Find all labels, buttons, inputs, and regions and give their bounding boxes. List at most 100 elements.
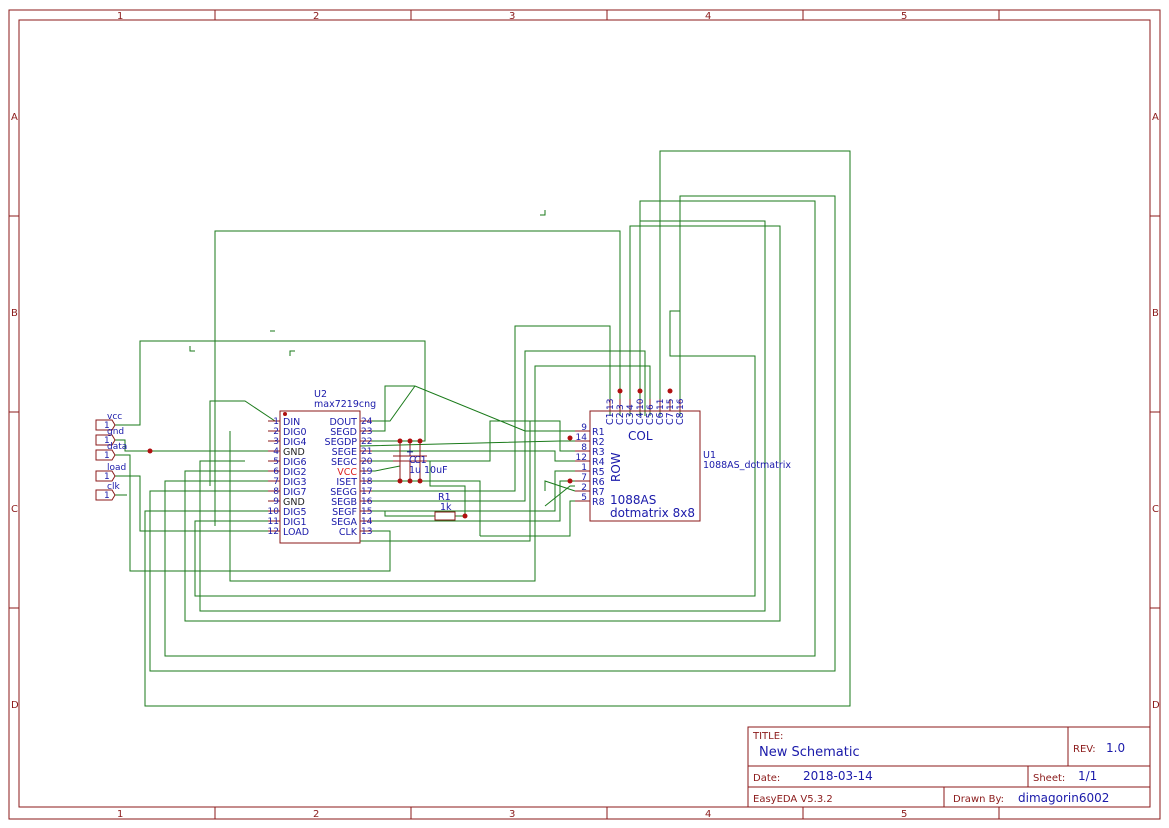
u1-pin-number: 10	[636, 398, 646, 410]
u2-pin-number: 14	[361, 517, 373, 527]
port-net-label: data	[107, 442, 127, 452]
row-label-left: B	[11, 308, 18, 319]
column-label-top: 3	[509, 11, 515, 22]
port-pin-number: 1	[104, 451, 110, 461]
u1-row-label: ROW	[609, 452, 623, 482]
sheet-inner-border	[18, 19, 1151, 808]
column-label-bottom: 2	[313, 809, 319, 820]
u1-pin-number: 15	[666, 399, 676, 410]
title-label: TITLE:	[752, 731, 783, 742]
row-label-right: C	[1152, 504, 1159, 515]
u1-pin-number: 12	[576, 453, 587, 463]
u1-pin-number: 7	[581, 473, 587, 483]
c-alt-value: 1u	[409, 465, 421, 476]
u2-pin-name: DIN	[283, 417, 300, 428]
port-net-label: clk	[107, 482, 120, 492]
column-label-top: 4	[705, 11, 711, 22]
rev-value: 1.0	[1106, 741, 1125, 755]
u2-pin-number: 24	[361, 417, 373, 427]
sheet-outer-border	[8, 9, 1161, 820]
u1-pin-number: 3	[616, 404, 626, 410]
u2-pin-name: SEGF	[332, 507, 357, 518]
u2-pin-name: DOUT	[329, 417, 357, 428]
u2-pin-name: SEGB	[331, 497, 357, 508]
u2-pin-name: DIG7	[283, 487, 307, 498]
c1-plus-sign: +	[406, 447, 414, 458]
u1-designator: U1	[703, 450, 716, 461]
u2-pin-number: 19	[361, 467, 373, 477]
u1-pin-number: 4	[626, 404, 636, 410]
sheet-label: Sheet:	[1033, 773, 1065, 784]
u1-pin-number: 11	[656, 399, 666, 410]
port-pin-number: 1	[104, 472, 110, 482]
u2-pin-number: 17	[361, 487, 372, 497]
row-label-right: B	[1152, 308, 1159, 319]
u2-pin-name: DIG1	[283, 517, 307, 528]
r1-value: 1k	[440, 502, 452, 513]
u1-pin-name: C8	[675, 412, 686, 425]
u1-pin-name: R4	[592, 457, 605, 468]
software-label: EasyEDA V5.3.2	[753, 794, 833, 805]
u2-pin-name: DIG2	[283, 467, 307, 478]
u2-pin-number: 20	[361, 457, 373, 467]
resistor-r1[interactable]: R1 1k	[434, 492, 456, 521]
sheet-value: 1/1	[1078, 769, 1097, 783]
u2-pin-number: 10	[268, 507, 280, 517]
u1-pin-name: C3	[625, 412, 636, 425]
c1-designator: C1	[414, 455, 427, 466]
u2-pin-number: 15	[361, 507, 372, 517]
u2-pin-number: 22	[361, 437, 372, 447]
c1-value: 10uF	[424, 465, 448, 476]
u1-pin-name: C2	[615, 412, 626, 425]
u1-pin-name: C7	[665, 412, 676, 425]
column-label-top: 5	[901, 11, 907, 22]
u2-pin-name: DIG3	[283, 477, 307, 488]
wires	[115, 150, 851, 707]
u1-pin-number: 1	[581, 463, 587, 473]
u2-pin-name: DIG5	[283, 507, 307, 518]
u2-pin-number: 9	[273, 497, 279, 507]
u2-pin-number: 5	[273, 457, 279, 467]
u1-pin-name: R6	[592, 477, 605, 488]
capacitor-c1[interactable]: + C1 10uF C 1u	[393, 441, 448, 481]
date-label: Date:	[753, 773, 780, 784]
drawn-by-value: dimagorin6002	[1018, 791, 1109, 805]
row-label-left: D	[11, 700, 19, 711]
u1-pin-name: R2	[592, 437, 605, 448]
u2-pin-name: CLK	[339, 527, 358, 538]
u2-pin-number: 18	[361, 477, 373, 487]
u2-pin-number: 16	[361, 497, 373, 507]
u2-pin-number: 8	[273, 487, 279, 497]
port-net-label: load	[107, 463, 126, 473]
port-flag	[95, 449, 116, 461]
u1-pin-number: 13	[606, 399, 616, 410]
row-label-right: D	[1152, 700, 1160, 711]
u2-designator: U2	[314, 389, 327, 400]
u2-pin-name: VCC	[337, 467, 357, 478]
row-ruler	[9, 215, 1160, 609]
port-net-label: vcc	[107, 412, 122, 422]
u1-dotmatrix[interactable]: COL ROW 1088AS dotmatrix 8x8 U1 1088AS_d…	[575, 398, 791, 522]
u1-pin-number: 8	[581, 443, 587, 453]
u1-pin-number: 2	[581, 483, 587, 493]
row-label-left: C	[11, 504, 18, 515]
port-flag	[95, 489, 116, 501]
u1-pin-number: 6	[646, 404, 656, 410]
u2-pin-number: 2	[273, 427, 279, 437]
u2-pin-number: 3	[273, 437, 279, 447]
u1-pin-name: C1	[605, 412, 616, 425]
junction-dots	[147, 388, 673, 519]
u1-pin-name: R3	[592, 447, 605, 458]
u1-name-line2: dotmatrix 8x8	[610, 506, 695, 520]
column-label-bottom: 3	[509, 809, 515, 820]
u2-pin-name: GND	[283, 447, 305, 458]
port-pin-number: 1	[104, 436, 110, 446]
u1-pin-name: C4	[635, 412, 646, 425]
u1-pin-name: C5	[645, 412, 656, 425]
title-block: TITLE: New Schematic REV: 1.0 Date: 2018…	[747, 726, 1151, 808]
column-label-bottom: 1	[117, 809, 123, 820]
u2-pin-name: SEGD	[330, 427, 357, 438]
u2-part: max7219cng	[314, 399, 376, 410]
